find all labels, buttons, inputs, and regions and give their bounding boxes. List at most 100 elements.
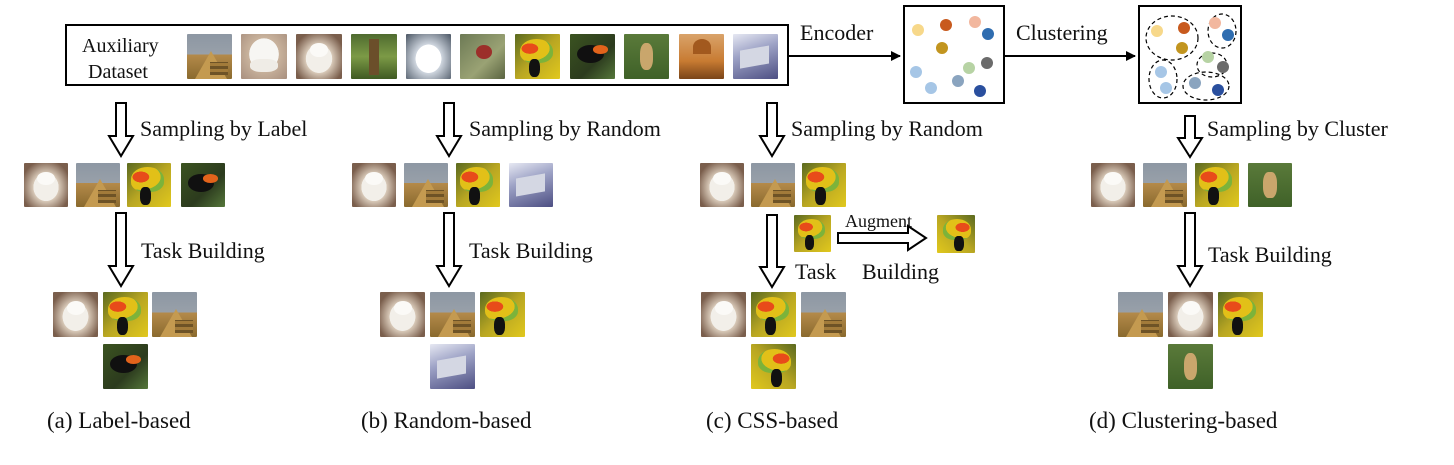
sampled-thumbnail — [76, 163, 120, 207]
down-arrow — [435, 212, 463, 288]
dataset-thumbnail — [624, 34, 669, 79]
caption-d: (d) Clustering-based — [1089, 408, 1278, 433]
task-thumbnail — [751, 344, 796, 389]
task-thumbnail — [1168, 292, 1213, 337]
embedding-dot — [1155, 66, 1167, 78]
down-arrow — [107, 102, 135, 158]
down-arrow — [758, 102, 786, 158]
dataset-thumbnail — [515, 34, 560, 79]
task-thumbnail — [152, 292, 197, 337]
encoder-label: Encoder — [800, 20, 874, 45]
embedding-dot — [1189, 77, 1201, 89]
sampled-thumbnail — [404, 163, 448, 207]
dataset-thumbnail — [351, 34, 397, 79]
down-arrow — [1176, 115, 1204, 159]
task-thumbnail — [1118, 292, 1163, 337]
task-thumbnail — [103, 292, 148, 337]
embedding-dot — [912, 24, 924, 36]
augmented-thumbnail — [937, 215, 975, 253]
sampled-thumbnail — [1091, 163, 1135, 207]
sampled-thumbnail — [1195, 163, 1239, 207]
task-thumbnail — [480, 292, 525, 337]
task-thumbnail — [53, 292, 98, 337]
sampled-thumbnail — [509, 163, 553, 207]
task-label-c-2: Building — [862, 259, 940, 284]
sampled-thumbnail — [127, 163, 171, 207]
dataset-label-line2: Dataset — [88, 61, 148, 83]
embedding-dot — [1212, 84, 1224, 96]
embedding-dot — [1160, 82, 1172, 94]
embedding-dot — [925, 82, 937, 94]
task-thumbnail — [380, 292, 425, 337]
cluster-ellipse — [1207, 13, 1237, 49]
task-thumbnail — [1168, 344, 1213, 389]
sampling-label-d: Sampling by Cluster — [1207, 116, 1388, 141]
sampled-thumbnail — [456, 163, 500, 207]
embedding-dot — [982, 28, 994, 40]
dataset-thumbnail — [733, 34, 778, 79]
embedding-dot — [1176, 42, 1188, 54]
sampled-thumbnail — [181, 163, 225, 207]
task-label-d: Task Building — [1208, 242, 1332, 267]
down-arrow — [435, 102, 463, 158]
task-thumbnail — [751, 292, 796, 337]
task-label-c-1: Task — [795, 259, 837, 284]
embedding-dot — [1202, 51, 1214, 63]
dataset-thumbnail — [187, 34, 232, 79]
embedding-dot — [1217, 61, 1229, 73]
embedding-dot — [1222, 29, 1234, 41]
embedding-dot — [1178, 22, 1190, 34]
embedding-dot — [936, 42, 948, 54]
embedding-dot — [981, 57, 993, 69]
dataset-thumbnail — [570, 34, 615, 79]
task-thumbnail — [103, 344, 148, 389]
dataset-thumbnail — [460, 34, 505, 79]
dataset-thumbnail — [679, 34, 724, 79]
augment-label: Augment — [845, 211, 912, 231]
embedding-dot — [1209, 17, 1221, 29]
sampling-label-a: Sampling by Label — [140, 116, 308, 141]
sampled-thumbnail — [700, 163, 744, 207]
embedding-dot — [974, 85, 986, 97]
caption-c: (c) CSS-based — [706, 408, 839, 433]
task-thumbnail — [430, 344, 475, 389]
embedding-dot — [940, 19, 952, 31]
embedding-dot — [910, 66, 922, 78]
task-thumbnail — [801, 292, 846, 337]
dataset-thumbnail — [241, 34, 287, 79]
caption-b: (b) Random-based — [361, 408, 532, 433]
sampled-thumbnail — [352, 163, 396, 207]
sampled-thumbnail — [802, 163, 846, 207]
cluster-ellipse — [1148, 59, 1178, 99]
sampled-thumbnail — [751, 163, 795, 207]
task-label-b: Task Building — [469, 238, 593, 263]
embedding-dot — [969, 16, 981, 28]
embedding-dot — [1151, 25, 1163, 37]
clustering-label: Clustering — [1016, 20, 1108, 45]
augment-source-thumbnail — [794, 215, 831, 252]
task-thumbnail — [701, 292, 746, 337]
dataset-thumbnail — [296, 34, 342, 79]
dataset-thumbnail — [406, 34, 451, 79]
sampled-thumbnail — [24, 163, 68, 207]
task-thumbnail — [1218, 292, 1263, 337]
embedding-dot — [952, 75, 964, 87]
augment-arrow — [837, 224, 928, 252]
down-arrow — [107, 212, 135, 288]
sampled-thumbnail — [1248, 163, 1292, 207]
cluster-ellipse — [1145, 15, 1199, 61]
sampling-label-c: Sampling by Random — [791, 116, 983, 141]
dataset-label-line1: Auxiliary — [82, 35, 159, 57]
down-arrow — [1176, 212, 1204, 288]
sampled-thumbnail — [1143, 163, 1187, 207]
embedding-box — [903, 5, 1005, 104]
down-arrow — [758, 214, 786, 289]
sampling-label-b: Sampling by Random — [469, 116, 661, 141]
caption-a: (a) Label-based — [47, 408, 191, 433]
cluster-ellipse — [1182, 71, 1230, 101]
embedding-dot — [963, 62, 975, 74]
task-thumbnail — [430, 292, 475, 337]
clustered-box — [1138, 5, 1242, 104]
